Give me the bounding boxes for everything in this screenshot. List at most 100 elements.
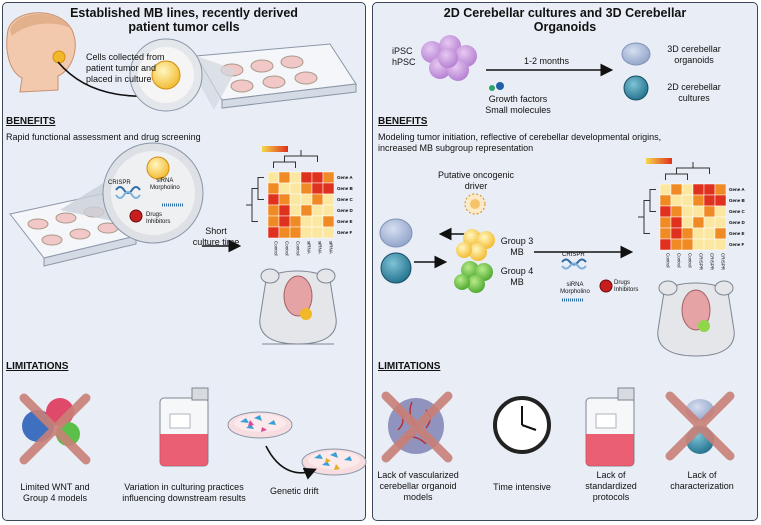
- heatmap-condition-label: Control: [688, 253, 693, 268]
- heatmap-cell: [322, 182, 335, 195]
- heatmap-cell: [300, 226, 313, 239]
- cult2d-line1: 2D cerebellar: [667, 82, 721, 92]
- zoom-circle-middle: [60, 142, 204, 244]
- growth-factors-label: Growth factors Small molecules: [476, 94, 560, 116]
- heatmap-condition-label: siRNA: [307, 241, 312, 254]
- right-limitations-heading: LIMITATIONS: [378, 361, 441, 372]
- heatmap-cell: [692, 205, 705, 218]
- heatmap-cell: [714, 227, 727, 240]
- mouse-left: [259, 268, 337, 345]
- heatmap-gene-label: Gene B: [729, 198, 746, 203]
- heatmap-cell: [659, 205, 672, 218]
- heatmap-cell: [659, 238, 672, 251]
- heatmap-gene-label: Gene E: [337, 219, 353, 224]
- left-lim1-caption: Limited WNT and Group 4 models: [2, 482, 108, 504]
- heatmap-cell: [703, 205, 716, 218]
- culture-flask-left: [159, 387, 209, 467]
- heatmap-cell: [267, 171, 280, 184]
- group3-ball: [456, 229, 495, 261]
- culture-2d-top: [623, 75, 649, 101]
- heatmap-cell: [278, 171, 291, 184]
- right-inhibitors-text: Inhibitors: [614, 287, 639, 293]
- growth-text: Growth factors: [488, 94, 548, 104]
- group3-line2: MB: [510, 247, 524, 257]
- left-lim1-line2: Group 4 models: [22, 493, 88, 503]
- petri-dishes: [227, 411, 367, 476]
- heatmap-gene-label: Gene C: [337, 197, 354, 202]
- left-lim2-line1: Variation in culturing practices: [124, 482, 244, 492]
- heatmap-cell: [714, 183, 727, 196]
- heatmap-cell: [278, 193, 291, 206]
- heatmap-cell: [300, 182, 313, 195]
- heatmap-cell: [670, 216, 683, 229]
- heatmap-cell: [278, 204, 291, 217]
- right-title-line1: 2D Cerebellar cultures and 3D Cerebellar: [443, 6, 687, 20]
- right-lim4-line2: characterization: [670, 481, 734, 491]
- cell-cluster-crossed: [19, 393, 91, 465]
- drift-arrow: [265, 445, 317, 480]
- heatmap-cell: [670, 205, 683, 218]
- heatmap-cell: [278, 226, 291, 239]
- right-lim4-caption: Lack of characterization: [660, 470, 744, 492]
- heatmap-cell: [278, 182, 291, 195]
- heatmap-cell: [311, 215, 324, 228]
- heatmap-cell: [322, 193, 335, 206]
- heatmap-gene-label: Gene F: [729, 242, 745, 247]
- heatmap-cell: [692, 216, 705, 229]
- heatmap-cell: [670, 227, 683, 240]
- heatmap-cell: [681, 183, 694, 196]
- heatmap-dendrogram-top: [273, 150, 318, 168]
- heatmap-cell: [659, 194, 672, 207]
- heatmap-cell: [300, 204, 313, 217]
- left-lim2-caption: Variation in culturing practices influen…: [114, 482, 254, 504]
- heatmap-cell: [703, 227, 716, 240]
- cult2d-label: 2D cerebellar cultures: [654, 82, 734, 104]
- group4-line1: Group 4: [500, 266, 534, 276]
- right-benefits-line1: Modeling tumor initiation, reflective of…: [378, 132, 662, 142]
- heatmap-condition-label: Control: [285, 241, 290, 256]
- short-line2: culture time: [192, 237, 240, 247]
- heatmap-cell: [670, 183, 683, 196]
- heatmap-gene-label: Gene B: [337, 186, 354, 191]
- heatmap-condition-label: CRISPR: [710, 253, 715, 271]
- heatmap-cell: [703, 238, 716, 251]
- heatmap-cell: [714, 216, 727, 229]
- heatmap-cell: [703, 183, 716, 196]
- heatmap-cell: [681, 216, 694, 229]
- right-lim1-line3: models: [403, 492, 433, 502]
- org3d-line2: organoids: [674, 55, 714, 65]
- heatmap-cell: [267, 226, 280, 239]
- org3d-line1: 3D cerebellar: [667, 44, 721, 54]
- culture-2d-mid: [380, 252, 412, 284]
- heatmap-cell: [322, 204, 335, 217]
- right-sirna-label: siRNA Morpholino: [560, 282, 590, 296]
- heatmap-gene-label: Gene C: [729, 209, 746, 214]
- heatmap-cell: [703, 216, 716, 229]
- left-title-line1: Established MB lines, recently derived: [70, 6, 298, 20]
- heatmap-condition-label: Control: [666, 253, 671, 268]
- collect-line3: placed in culture: [86, 74, 152, 84]
- left-inhibitors-text: Inhibitors: [146, 219, 171, 225]
- driver-line2: driver: [464, 181, 488, 191]
- group3-line1: Group 3: [500, 236, 534, 246]
- collect-caption: Cells collected from patient tumor and p…: [86, 52, 165, 85]
- left-sirna-text: siRNA: [156, 178, 174, 184]
- group4-line2: MB: [510, 277, 524, 287]
- left-lim2-line2: influencing downstream results: [122, 493, 246, 503]
- oncogenic-driver-virus: [464, 193, 486, 215]
- heatmap-gene-label: Gene D: [337, 208, 354, 213]
- left-title: Established MB lines, recently derived p…: [2, 6, 366, 34]
- heatmap-cell: [300, 171, 313, 184]
- heatmap-dendrogram: [246, 177, 264, 222]
- heatmap-scale-left: [262, 146, 288, 152]
- right-lim1-line2: cerebellar organoid: [379, 481, 457, 491]
- left-crispr-label: CRISPR: [108, 180, 131, 186]
- heatmap-cell: [300, 215, 313, 228]
- heatmap-gene-label: Gene A: [729, 187, 745, 192]
- left-sirna-label: siRNA Morpholino: [150, 178, 180, 192]
- driver-label: Putative oncogenic driver: [426, 170, 526, 192]
- heatmap-cell: [311, 182, 324, 195]
- driver-line1: Putative oncogenic: [437, 170, 515, 180]
- right-lim3-line2: standardized: [585, 481, 637, 491]
